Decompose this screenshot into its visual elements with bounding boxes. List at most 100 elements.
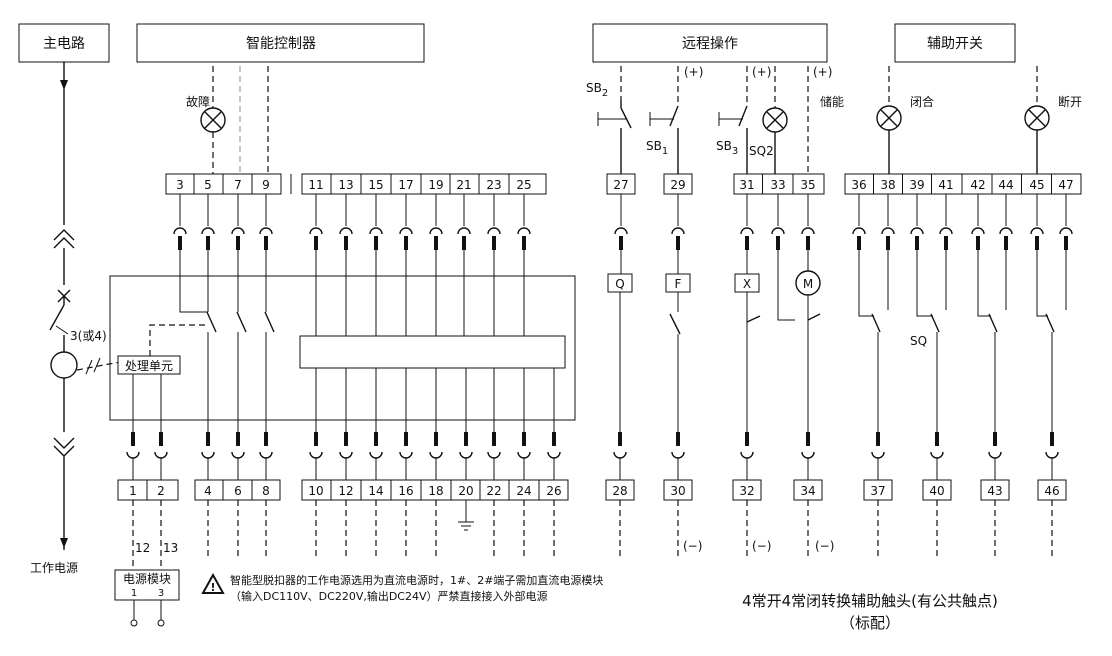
plug-bot-2: [159, 432, 163, 446]
plug-bot-26: [552, 432, 556, 446]
caption-line1: 4常开4常闭转换辅助触头(有公共触点): [742, 592, 998, 610]
bottom-box-46: [1037, 479, 1067, 501]
plug-bot-30: [676, 432, 680, 446]
switch-ctrl-1: [236, 311, 247, 333]
plug-top-19: [434, 236, 438, 250]
connector-bot-26: [547, 451, 561, 459]
power-module: 电源模块 1 3: [114, 569, 180, 601]
plug-bot-8: [264, 432, 268, 446]
plug-top-27: [619, 236, 623, 250]
energy-storage-lamp-icon: [762, 107, 788, 133]
connector-bot-6: [231, 451, 245, 459]
plug-top-5: [206, 236, 210, 250]
terminal-44: 44: [998, 178, 1013, 192]
connector-top-19: [429, 227, 443, 235]
svg-text:F: F: [675, 277, 682, 291]
wire-aux-nc-2: [977, 250, 991, 317]
terminal-29: 29: [670, 178, 685, 192]
header-remote-operation-label: 远程操作: [682, 36, 738, 52]
terminal-42: 42: [970, 178, 985, 192]
plug-bot-4: [206, 432, 210, 446]
terminal-35: 35: [800, 178, 815, 192]
sq2-label: SQ2: [749, 144, 774, 158]
num-12-label: 12: [135, 541, 150, 555]
header-main-circuit-label: 主电路: [43, 36, 85, 52]
sq-label: SQ: [910, 334, 927, 348]
fault-lamp-icon: [200, 107, 226, 133]
terminal-32: 32: [739, 484, 754, 498]
wire-aux-nc-3: [1036, 250, 1048, 317]
terminal-1: 1: [129, 484, 137, 498]
connector-top-42: [971, 227, 985, 235]
plug-top-44: [1004, 236, 1008, 250]
terminal-20: 20: [458, 484, 473, 498]
terminal-27: 27: [613, 178, 628, 192]
sb3-label: SB3: [716, 139, 738, 157]
connector-top-15: [369, 227, 383, 235]
caption-line2: （标配）: [840, 614, 900, 632]
plug-bot-32: [745, 432, 749, 446]
plug-top-25: [522, 236, 526, 250]
connector-top-3: [173, 227, 187, 235]
terminal-13: 13: [338, 178, 353, 192]
plug-top-42: [976, 236, 980, 250]
bottom-box-37: [863, 479, 893, 501]
switch-ctrl-0: [206, 311, 217, 333]
bottom-box-40: [922, 479, 952, 501]
bottom-box-28: [605, 479, 635, 501]
connector-top-39: [910, 227, 924, 235]
connector-top-47: [1059, 227, 1073, 235]
energy-storage-label: 储能: [820, 94, 844, 109]
plug-top-13: [344, 236, 348, 250]
terminal-strip-aux: [844, 173, 1082, 195]
sb3-button-icon: [718, 105, 748, 174]
plug-top-29: [676, 236, 680, 250]
power-module-label: 电源模块: [123, 572, 171, 586]
bottom-strip-controller-a: [194, 479, 281, 501]
connector-top-11: [309, 227, 323, 235]
connector-top-9: [259, 227, 273, 235]
power-terminal-1-icon: [130, 619, 138, 627]
terminal-18: 18: [428, 484, 443, 498]
controller-inner-block: [299, 335, 566, 369]
svg-text:X: X: [743, 277, 751, 291]
terminal-30: 30: [670, 484, 685, 498]
connector-bot-43: [988, 451, 1002, 459]
switch-x: [746, 315, 761, 323]
connector-top-17: [399, 227, 413, 235]
power-module-pin1: 1: [131, 588, 137, 599]
terminal-33: 33: [770, 178, 785, 192]
plug-bot-6: [236, 432, 240, 446]
plug-top-15: [374, 236, 378, 250]
terminal-19: 19: [428, 178, 443, 192]
connector-top-7: [231, 227, 245, 235]
close-lamp-icon: [876, 105, 902, 131]
minus-34-label: (−): [815, 539, 834, 553]
terminal-45: 45: [1029, 178, 1044, 192]
terminal-40: 40: [929, 484, 944, 498]
plug-top-45: [1035, 236, 1039, 250]
svg-text:!: !: [210, 581, 215, 594]
wire-ctrl-3: [179, 250, 208, 313]
connector-top-25: [517, 227, 531, 235]
plug-bot-22: [492, 432, 496, 446]
fault-label: 故障: [186, 94, 210, 109]
open-label: 断开: [1058, 94, 1082, 109]
plug-top-3: [178, 236, 182, 250]
connector-top-13: [339, 227, 353, 235]
terminal-strip-31-35: [733, 173, 825, 195]
connector-top-45: [1030, 227, 1044, 235]
header-remote-operation: 远程操作: [592, 23, 828, 63]
connector-top-35: [801, 227, 815, 235]
plug-bot-40: [935, 432, 939, 446]
terminal-12: 12: [338, 484, 353, 498]
connector-top-41: [939, 227, 953, 235]
plug-bot-37: [876, 432, 880, 446]
terminal-31: 31: [739, 178, 754, 192]
switch-f: [669, 313, 681, 335]
wire-33: [777, 250, 795, 321]
plug-bot-34: [806, 432, 810, 446]
wiring: [126, 194, 1073, 556]
terminal-41: 41: [938, 178, 953, 192]
